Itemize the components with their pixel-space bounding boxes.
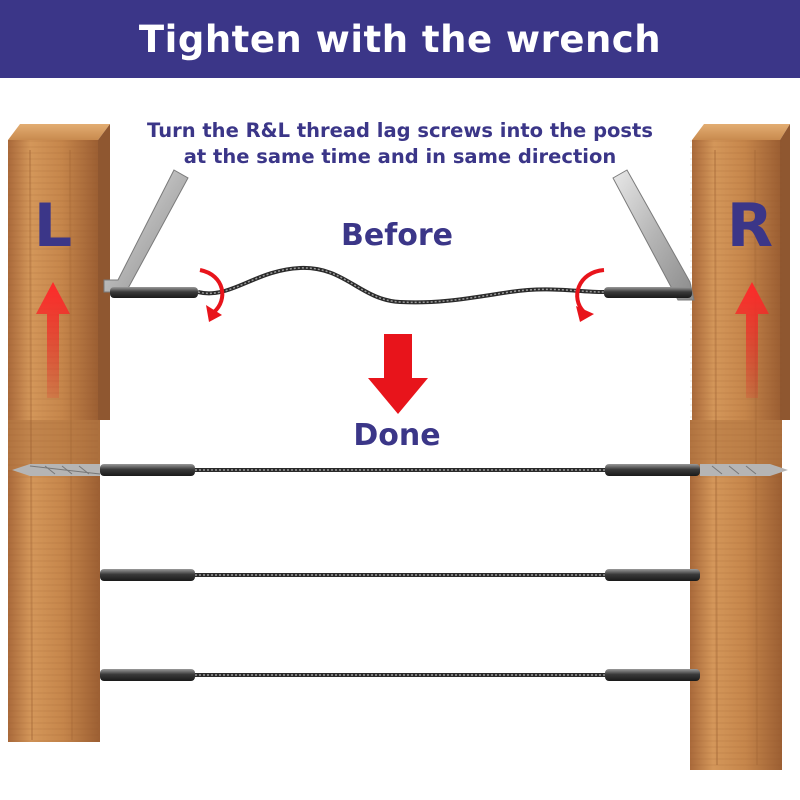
page-title: Tighten with the wrench [138, 17, 662, 61]
arrow-up-icon [36, 282, 70, 398]
done-cable-3 [100, 669, 700, 681]
before-label: Before [340, 218, 454, 253]
header-banner: Tighten with the wrench [0, 0, 800, 78]
done-cable-1 [12, 464, 788, 476]
arrow-up-icon [735, 282, 769, 398]
done-cable-2 [100, 569, 700, 581]
arrow-down-icon [368, 334, 428, 414]
right-post [690, 124, 790, 770]
rotate-arrow-icon [575, 268, 605, 322]
left-post-letter: L [34, 191, 72, 261]
before-cable [110, 265, 692, 305]
wrench-icon [103, 169, 189, 293]
instruction-line-2: at the same time and in same direction [183, 145, 617, 168]
instruction-text: Turn the R&L thread lag screws into the … [100, 118, 700, 170]
instruction-line-1: Turn the R&L thread lag screws into the … [147, 119, 653, 142]
right-post-letter: R [727, 191, 773, 261]
done-label: Done [353, 418, 441, 453]
rotate-arrow-icon [199, 268, 225, 322]
wrench-icon [612, 169, 695, 301]
